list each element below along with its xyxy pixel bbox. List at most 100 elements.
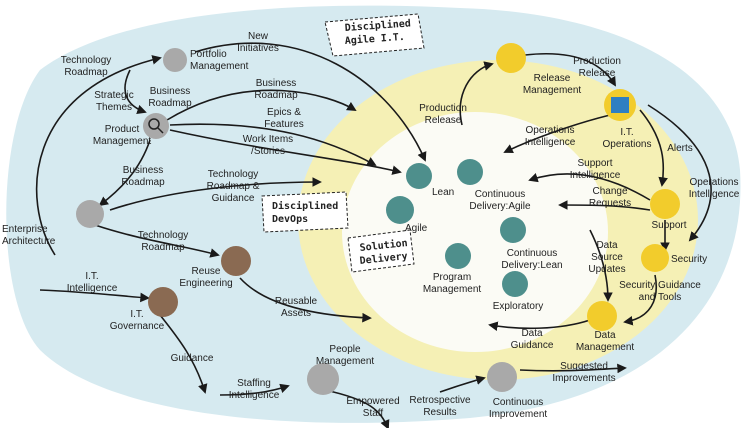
node-it-governance: I.T. Governance: [110, 287, 178, 332]
flow-operations-intelligence: Intelligence: [689, 189, 740, 200]
node-reuse-engineering: Reuse Engineering: [179, 246, 251, 289]
label-line-2: Architecture: [2, 236, 56, 247]
flow-production-release: Release: [425, 115, 462, 126]
flow-strategic-themes: Themes: [96, 102, 132, 113]
label-line-1: Continuous: [475, 189, 526, 200]
flow-technology-roadmap-guidance: Technology: [208, 169, 259, 180]
label-line-2: Management: [190, 61, 249, 72]
flow-technology-roadmap: Technology: [138, 230, 189, 241]
delivery-continuous-delivery-agile: Continuous Delivery:Agile: [457, 159, 531, 212]
label-line-2: Governance: [110, 321, 165, 332]
flow-alerts: Alerts: [667, 143, 693, 154]
node-release-management: Release Management: [496, 43, 581, 96]
flow-epics-features: Epics &: [267, 107, 301, 118]
flow-labels: Technology Roadmap New Initiatives Strat…: [61, 31, 740, 419]
flow-empowered-staff: Empowered: [346, 396, 399, 407]
flow-technology-roadmap: Roadmap: [64, 67, 108, 78]
label-line-1: People: [329, 344, 361, 355]
flow-data-guidance: Guidance: [511, 340, 554, 351]
label-line-1: Portfolio: [190, 49, 227, 60]
label: Support: [651, 220, 686, 231]
portfolio-icon: [163, 48, 187, 72]
flow-data-guidance: Data: [521, 328, 543, 339]
flow-data-source-updates: Source: [591, 252, 623, 263]
release-icon: [496, 43, 526, 73]
label: Agile: [405, 223, 428, 234]
flow-new-initiatives: Initiatives: [237, 43, 279, 54]
flow-security-guidance-tools: Security Guidance: [619, 280, 701, 291]
flow-business-roadmap: Business: [150, 86, 191, 97]
label-line-2: Management: [576, 342, 635, 353]
flow-work-items-stories: Work Items: [243, 134, 293, 145]
flow-retrospective-results: Retrospective: [409, 395, 471, 406]
chart-icon: [148, 287, 178, 317]
flow-support-intelligence: Intelligence: [570, 170, 621, 181]
flow-security-guidance-tools: and Tools: [639, 292, 682, 303]
flow-epics-features: Features: [264, 119, 303, 130]
tag-line-2: Delivery: [359, 250, 408, 267]
flow-suggested-improvements: Improvements: [552, 373, 615, 384]
tag-disciplined-agile-it: Disciplined Agile I.T.: [324, 13, 425, 57]
gears-icon: [221, 246, 251, 276]
label: Exploratory: [493, 301, 544, 312]
flow-operations-intelligence: Operations: [526, 125, 575, 136]
flow-operations-intelligence: Operations: [690, 177, 739, 188]
lock-icon: [641, 244, 669, 272]
flow-business-roadmap: Business: [123, 165, 164, 176]
label-line-1: I.T.: [620, 127, 633, 138]
flow-technology-roadmap-guidance: Roadmap &: [207, 181, 260, 192]
label-line-2: Management: [316, 356, 375, 367]
node-security: Security: [641, 244, 707, 272]
flow-business-roadmap: Roadmap: [121, 177, 165, 188]
label-line-1: Enterprise: [2, 224, 48, 235]
program-icon: [445, 243, 471, 269]
tag-solution-delivery: Solution Delivery: [347, 229, 415, 273]
label-line-1: Continuous: [493, 397, 544, 408]
flow-staffing-intelligence: Intelligence: [229, 390, 280, 401]
agile-icon: [386, 196, 414, 224]
label-line-2: Management: [523, 85, 582, 96]
people-icon: [307, 363, 339, 395]
flow-technology-roadmap: Roadmap: [141, 242, 185, 253]
flow-work-items-stories: /Stories: [251, 146, 285, 157]
node-people-management: People Management: [307, 344, 374, 395]
label-line-2: Operations: [603, 139, 652, 150]
exploratory-icon: [502, 271, 528, 297]
label-line-2: Delivery:Lean: [501, 260, 562, 271]
flow-it-intelligence: I.T.: [85, 271, 98, 282]
flow-production-release: Release: [579, 68, 616, 79]
flow-support-intelligence: Support: [577, 158, 612, 169]
label-line-1: Data: [594, 330, 616, 341]
flow-reusable-assets: Reusable: [275, 296, 318, 307]
flow-data-source-updates: Updates: [588, 264, 625, 275]
support-icon: [650, 189, 680, 219]
delivery-continuous-delivery-lean: Continuous Delivery:Lean: [500, 217, 563, 271]
flow-strategic-themes: Strategic: [94, 90, 133, 101]
blueprint-icon: [76, 200, 104, 228]
tag-line-1: Disciplined: [344, 17, 411, 34]
delivery-agile: Agile: [386, 196, 428, 234]
node-continuous-improvement: Continuous Improvement: [487, 362, 547, 420]
flow-it-intelligence: Intelligence: [67, 283, 118, 294]
cart-icon: [500, 217, 526, 243]
flow-staffing-intelligence: Staffing: [237, 378, 271, 389]
delivery-lean: Lean: [406, 163, 454, 198]
node-data-management: Data Management: [576, 301, 635, 353]
flow-new-initiatives: New: [248, 31, 269, 42]
flow-retrospective-results: Results: [423, 407, 456, 418]
flow-business-roadmap: Business: [256, 78, 297, 89]
flow-operations-intelligence: Intelligence: [525, 137, 576, 148]
flow-guidance: Guidance: [171, 353, 214, 364]
label-line-2: Improvement: [489, 409, 548, 420]
flow-change-requests: Change: [592, 186, 627, 197]
node-enterprise-architecture: Enterprise Architecture: [2, 200, 104, 247]
delivery-program-management: Program Management: [423, 243, 481, 295]
flow-arrows: [35, 42, 712, 428]
flow-empowered-staff: Staff: [363, 408, 384, 419]
tag-line-1: Solution: [359, 237, 408, 254]
label-line-1: Reuse: [192, 266, 221, 277]
label-line-2: Management: [93, 136, 152, 147]
flow-production-release: Production: [573, 56, 621, 67]
